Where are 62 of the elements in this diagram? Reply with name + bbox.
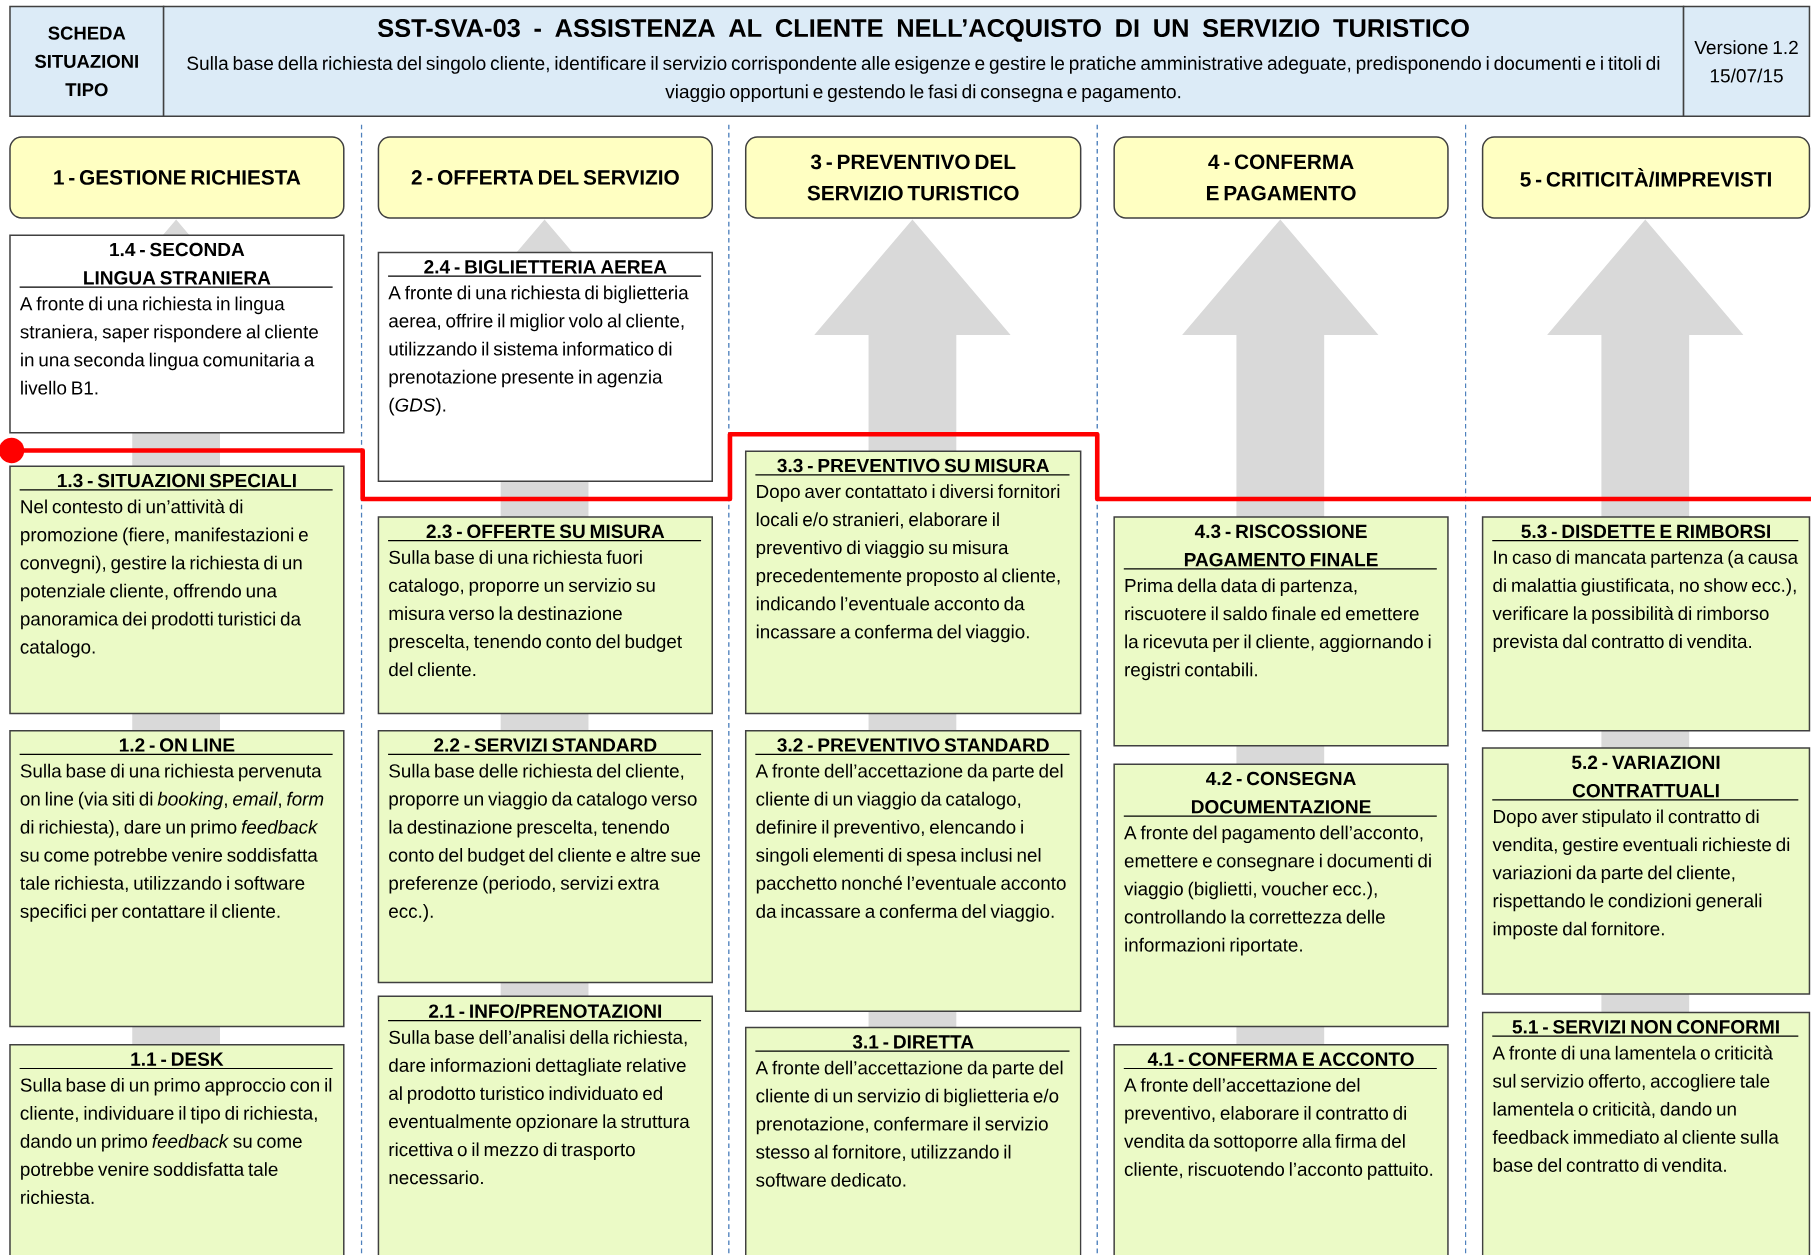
activity-card xyxy=(9,465,345,714)
card-text: Dopo aver contattato i diversi fornitori locali e/o stranieri, elaborare il preventivo di viaggio su misura precedentemente proposto al cliente, indicando l’eventuale acconto da incassare a conferma del viaggio. xyxy=(756,484,1060,642)
card-heading: 5.2 - VARIAZIONI CONTRATTUALI xyxy=(1572,755,1720,798)
activity-card xyxy=(1113,763,1449,1027)
card-text: A fronte di una lamentela o criticità sul servizio offerto, accogliere tale lamentela o criticità, dando un feedback immediato al cliente sulla base del contratto di vendita. xyxy=(1492,1045,1779,1172)
card-heading: 4.3 - RISCOSSIONE PAGAMENTO FINALE xyxy=(1184,524,1378,567)
card-heading: 3.3 - PREVENTIVO SU MISURA xyxy=(777,458,1050,473)
card-text: A fronte di una richiesta in lingua straniera, saper rispondere al cliente in una seconda lingua comunitaria a livello B1. xyxy=(19,296,318,395)
card-text: A fronte di una richiesta di biglietteria aerea, offrire il miglior volo al cliente, utilizzando il sistema informatico di prenotazione presente in agenzia (GDS). xyxy=(388,285,689,416)
card-heading: 2.2 - SERVIZI STANDARD xyxy=(434,738,657,752)
card-text: A fronte dell’accettazione del preventivo, elaborare il contratto di vendita da sottoporre alla firma del cliente, riscuotendo l’acconto pattuito. xyxy=(1124,1077,1433,1180)
card-text: A fronte del pagamento dell’acconto, emettere e consegnare i documenti di viaggio (biglietti, voucher ecc.), controllando la correttezza delle informazioni riportate. xyxy=(1124,825,1431,956)
activity-card xyxy=(1113,1043,1449,1255)
phase-header: 5 - CRITICITÀ/IMPREVISTI xyxy=(1481,136,1811,219)
card-heading: 1.1 - DESK xyxy=(131,1052,224,1066)
card-text: Prima della data di partenza, riscuotere il saldo finale ed emettere la ricevuta per il cliente, aggiornando i registri contabili. xyxy=(1125,578,1431,680)
activity-card xyxy=(377,251,713,482)
activity-card xyxy=(1481,747,1811,995)
title: SST-SVA-03 - ASSISTENZA AL CLIENTE NELL’ACQUISTO DI UN SERVIZIO TURISTICO xyxy=(377,18,1469,42)
description: Sulla base della richiesta del singolo cliente, identificare il servizio corrispondente alle esigenze e gestire le pratiche amministrative adeguate, predisponendo i documenti e i titoli di viaggio opportuni e gestendo le fasi di consegna e pagamento. xyxy=(187,55,1660,102)
card-text: In caso di mancata partenza (a causa di malattia giustificata, no show ecc.), verificare la possibilità di rimborso prevista dal contratto di vendita. xyxy=(1492,549,1799,652)
activity-card xyxy=(9,1043,345,1255)
header-box xyxy=(9,5,165,117)
phase-header: 2 - OFFERTA DEL SERVIZIO xyxy=(377,136,713,219)
activity-card xyxy=(744,729,1082,1012)
phase-header: 4 - CONFERMA E PAGAMENTO xyxy=(1113,136,1449,219)
card-heading: 5.1 - SERVIZI NON CONFORMI xyxy=(1512,1019,1779,1034)
activity-card xyxy=(1113,516,1449,747)
activity-card xyxy=(744,450,1082,714)
phase-header: 1 - GESTIONE RICHIESTA xyxy=(9,136,345,219)
phase-header: 3 - PREVENTIVO DEL SERVIZIO TURISTICO xyxy=(744,136,1082,219)
card-text: A fronte dell’accettazione da parte del cliente di un viaggio da catalogo, definire il preventivo, elencando i singoli elementi di spesa inclusi nel pacchetto nonché l’eventuale acconto da incassare a conferma del viaggio. xyxy=(755,763,1066,922)
activity-card xyxy=(9,234,345,434)
card-text: Sulla base dell’analisi della richiesta, dare informazioni dettagliate relative al prodotto turistico individuato ed eventualmente opzionare la struttura ricettiva o il mezzo di trasporto necessario. xyxy=(389,1029,690,1185)
activity-card xyxy=(377,995,713,1255)
card-text: Sulla base di un primo approccio con il cliente, individuare il tipo di richiesta, dando un primo feedback su come potrebbe venire soddisfatta tale richiesta. xyxy=(20,1077,332,1204)
card-text: Dopo aver stipulato il contratto di vendita, gestire eventuali richieste di variazioni da parte del cliente, rispettando le condizioni generali imposte dal fornitore. xyxy=(1492,809,1790,939)
version-label: Versione 1.2 15/07/15 xyxy=(1694,40,1798,83)
card-text: Nel contesto di un’attività di promozione (fiere, manifestazioni e convegni), gestire la richiesta di un potenziale cliente, offrendo una panoramica dei prodotti turistici da catalogo. xyxy=(20,499,308,658)
card-heading: 2.3 - OFFERTE SU MISURA xyxy=(426,524,665,538)
card-heading: 1.4 - SECONDA LINGUA STRANIERA xyxy=(84,242,271,285)
card-heading: 1.2 - ON LINE xyxy=(119,738,235,752)
card-heading: 3.2 - PREVENTIVO STANDARD xyxy=(777,738,1049,752)
card-text: Sulla base di una richiesta pervenuta on line (via siti di booking, email, form di richiesta), dare un primo feedback su come potrebbe venire soddisfatta tale richiesta, utilizzando i software specifici per contattare il cliente. xyxy=(20,763,324,922)
card-heading: 3.1 - DIRETTA xyxy=(852,1034,974,1049)
activity-card xyxy=(1481,516,1811,732)
header-box xyxy=(1682,5,1811,117)
activity-card xyxy=(744,1026,1082,1255)
card-heading: 4.1 - CONFERMA E ACCONTO xyxy=(1147,1052,1414,1066)
card-text: Sulla base delle richiesta del cliente, proporre un viaggio da catalogo verso la destinazione prescelta, tenendo conto del budget del cliente e altre sue preferenze (periodo, servizi extra ecc.). xyxy=(389,763,701,922)
card-heading: 1.3 - SITUAZIONI SPECIALI xyxy=(57,473,296,488)
activity-card xyxy=(377,729,713,983)
activity-card xyxy=(1481,1011,1811,1255)
activity-card xyxy=(377,516,713,714)
activity-card xyxy=(9,729,345,1027)
card-heading: 4.2 - CONSEGNA DOCUMENTAZIONE xyxy=(1192,771,1371,814)
card-text: Sulla base di una richiesta fuori catalogo, proporre un servizio su misura verso la destinazione prescelta, tenendo conto del budget del cliente. xyxy=(389,549,682,676)
card-heading: 2.4 - BIGLIETTERIA AEREA xyxy=(424,259,667,274)
card-heading: 2.1 - INFO/PRENOTAZIONI xyxy=(429,1003,662,1018)
card-heading: 5.3 - DISDETTE E RIMBORSI xyxy=(1521,524,1770,538)
card-text: A fronte dell’accettazione da parte del cliente di un servizio di biglietteria e/o prenotazione, confermare il servizio stesso al fornitore, utilizzando il software dedicato. xyxy=(755,1060,1063,1187)
header-label: SCHEDA SITUAZIONI TIPO xyxy=(34,26,138,96)
